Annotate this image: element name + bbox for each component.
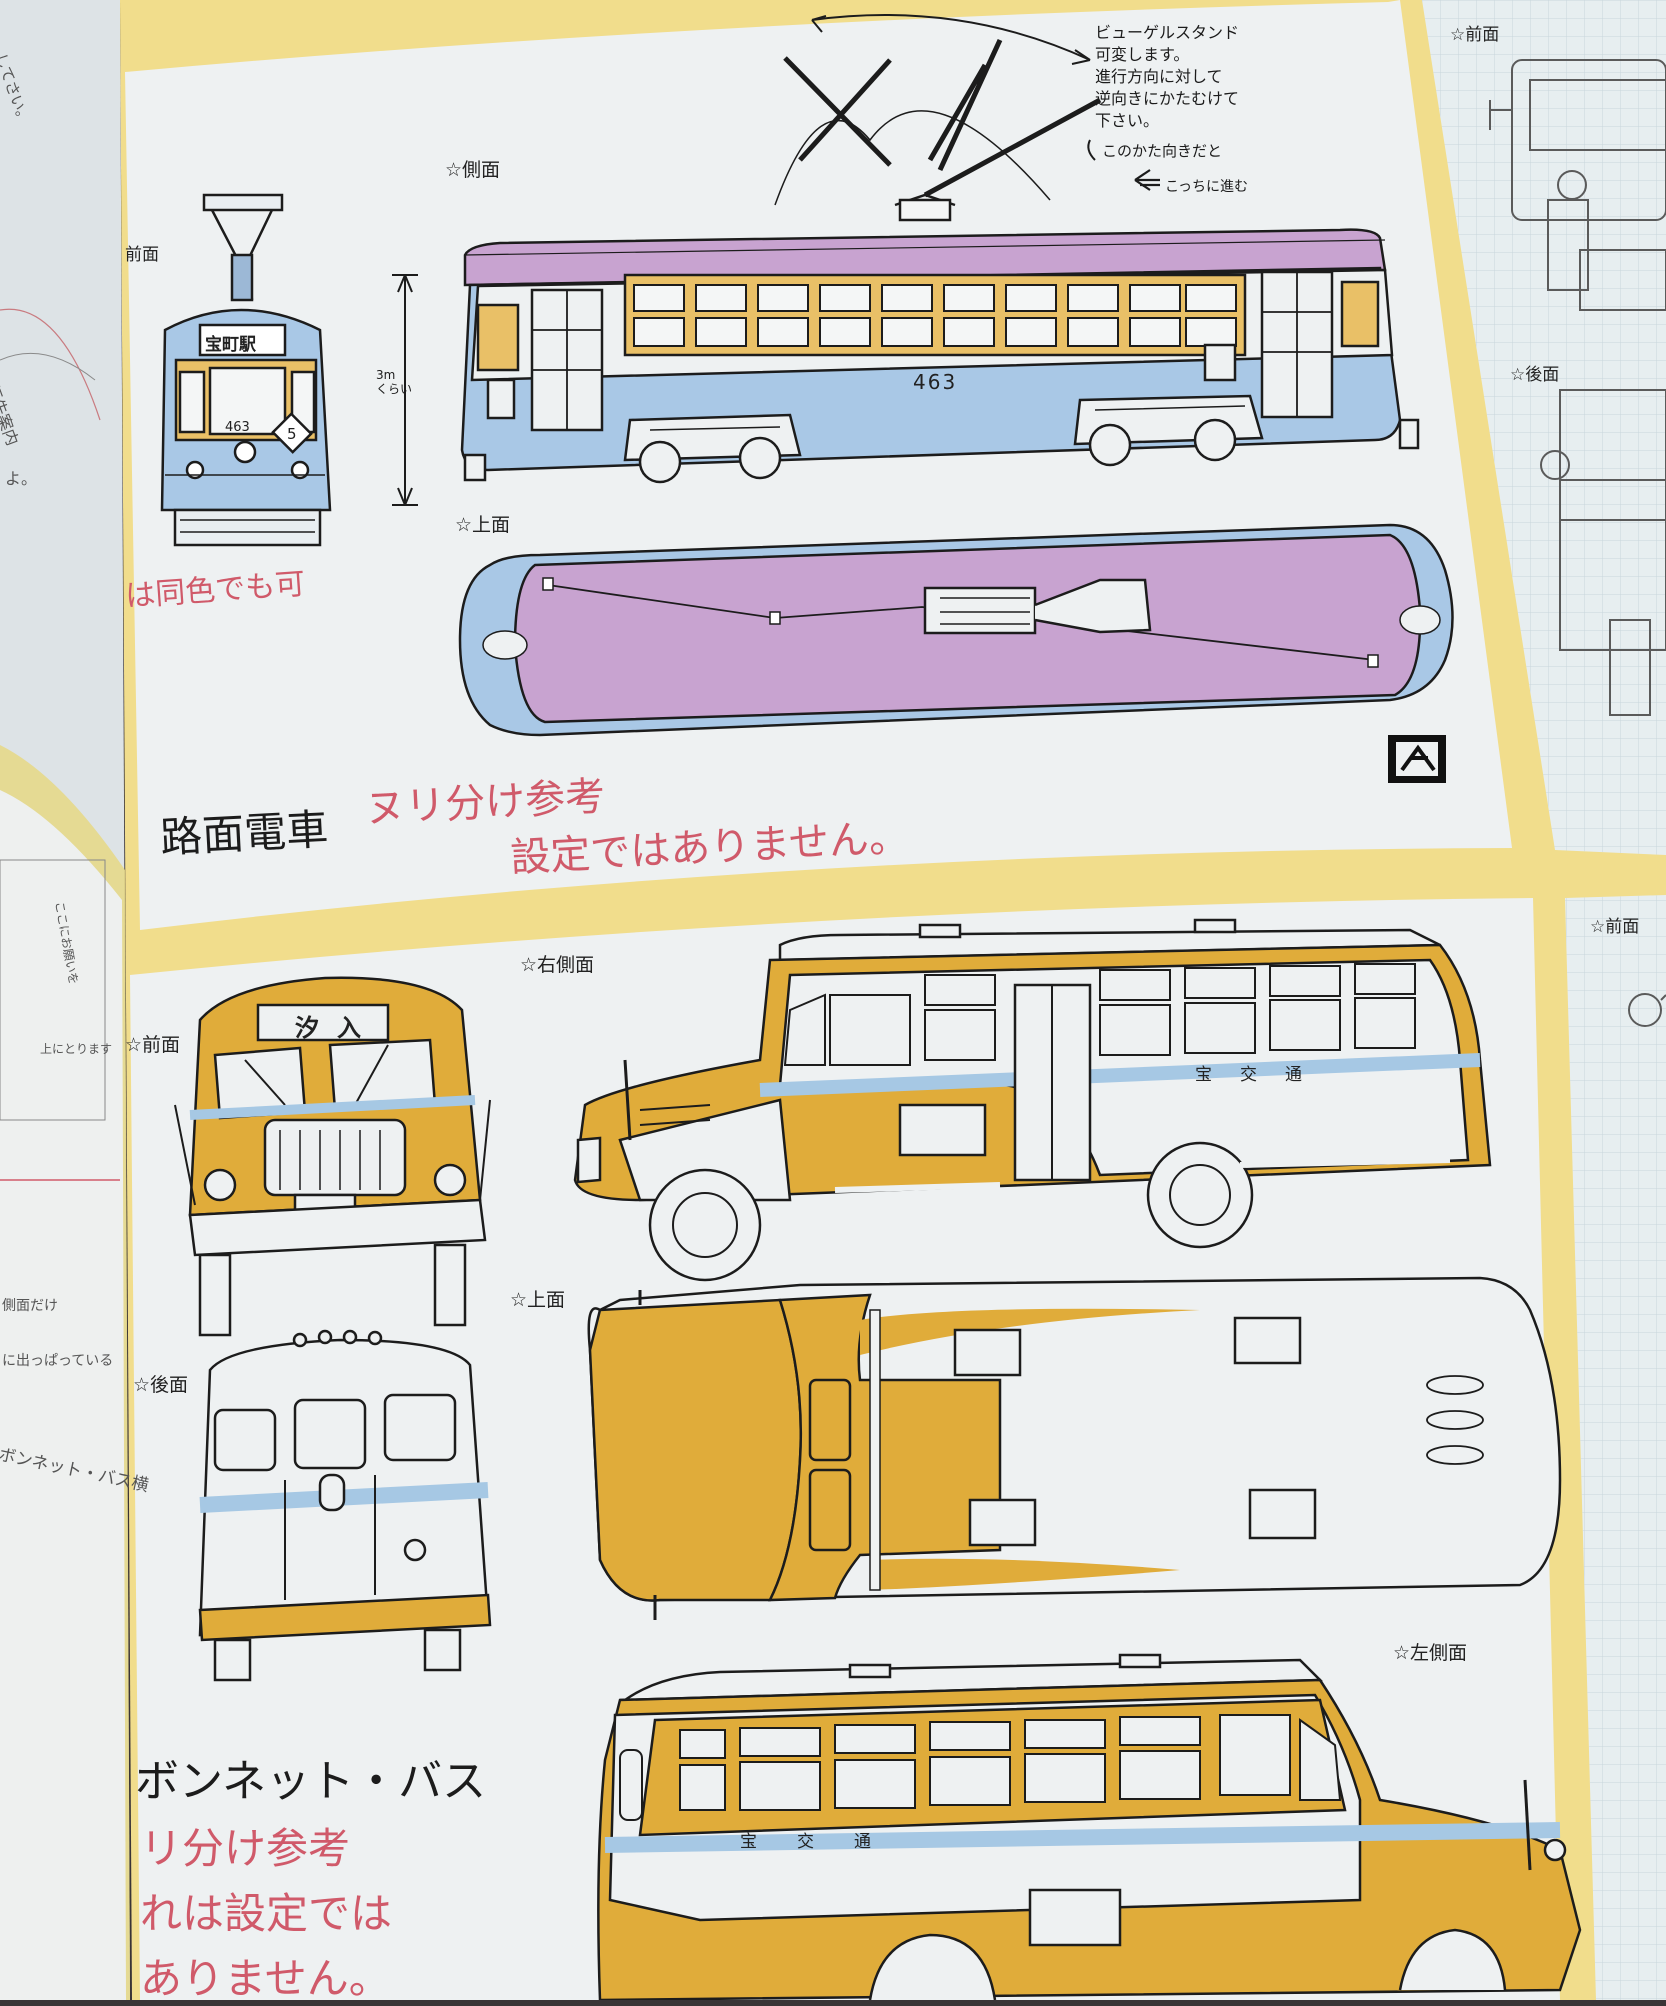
stamp-logo [1388,735,1446,783]
pantograph-annotation [774,14,1160,206]
bus-title: ボンネット・バス [135,1756,487,1807]
bus-left-side-label: ☆左側面 [1393,1642,1468,1664]
tram-side-view [460,97,1420,484]
left-page-text-8: に出っぱっている [2,1353,114,1369]
bus-right-side-view [573,918,1492,1282]
tram-front-view-label: 前面 [125,245,159,265]
direction-note: このかた向きだと [1102,142,1223,160]
right-page-front-label-2: ☆前面 [1590,917,1640,937]
bus-left-company-name: 宝交通 [740,1832,911,1852]
height-dimension [392,274,418,506]
bus-rear-view [198,1329,492,1682]
tram-height-note: 3m くらい [376,368,413,396]
bus-top-view-label: ☆上面 [510,1289,566,1311]
tram-title: 路面電車 [158,804,330,863]
truck-sketch-bottom [1628,993,1666,1027]
tram-route-number: 5 [287,425,297,443]
truck-sketch-top [1489,59,1666,716]
tram-destination-sign: 宝町駅 [205,335,256,355]
bus-front-view [174,976,491,1337]
tram-top-view-label: ☆上面 [455,514,511,536]
pantograph-note: ビューゲルスタンド 可変します。 進行方向に対して 逆向きにかたむけて 下さい。 [1095,23,1240,130]
bus-title-note-3: ありません。 [140,1954,391,2003]
tram-front-view [160,193,332,547]
bus-top-view [587,1276,1562,1620]
direction-arrow-note: こっちに進む [1165,179,1249,195]
tram-side-number: 463 [913,370,958,394]
bus-left-side-view [597,1653,1582,2000]
right-page-front-label: ☆前面 [1450,25,1500,45]
tram-side-view-label: ☆側面 [445,159,501,181]
left-page-text-3: よ。 [5,469,38,488]
bus-right-side-label: ☆右側面 [520,954,595,976]
left-page-text-7: 側面だけ [2,1298,58,1314]
bus-rear-view-label: ☆後面 [133,1374,189,1396]
bus-destination-sign: 汐入 [295,1014,379,1042]
left-page-text-5: 上にとります [40,1042,113,1056]
right-page-rear-label: ☆後面 [1510,365,1560,385]
bus-right-company-name: 宝交通 [1195,1065,1330,1085]
bus-front-view-label: ☆前面 [125,1034,181,1056]
tram-top-view [458,523,1454,737]
tram-front-number: 463 [225,420,250,435]
bus-title-note-2: れは設定では [140,1889,393,1938]
bus-title-note-1: リ分け参考 [140,1824,351,1873]
